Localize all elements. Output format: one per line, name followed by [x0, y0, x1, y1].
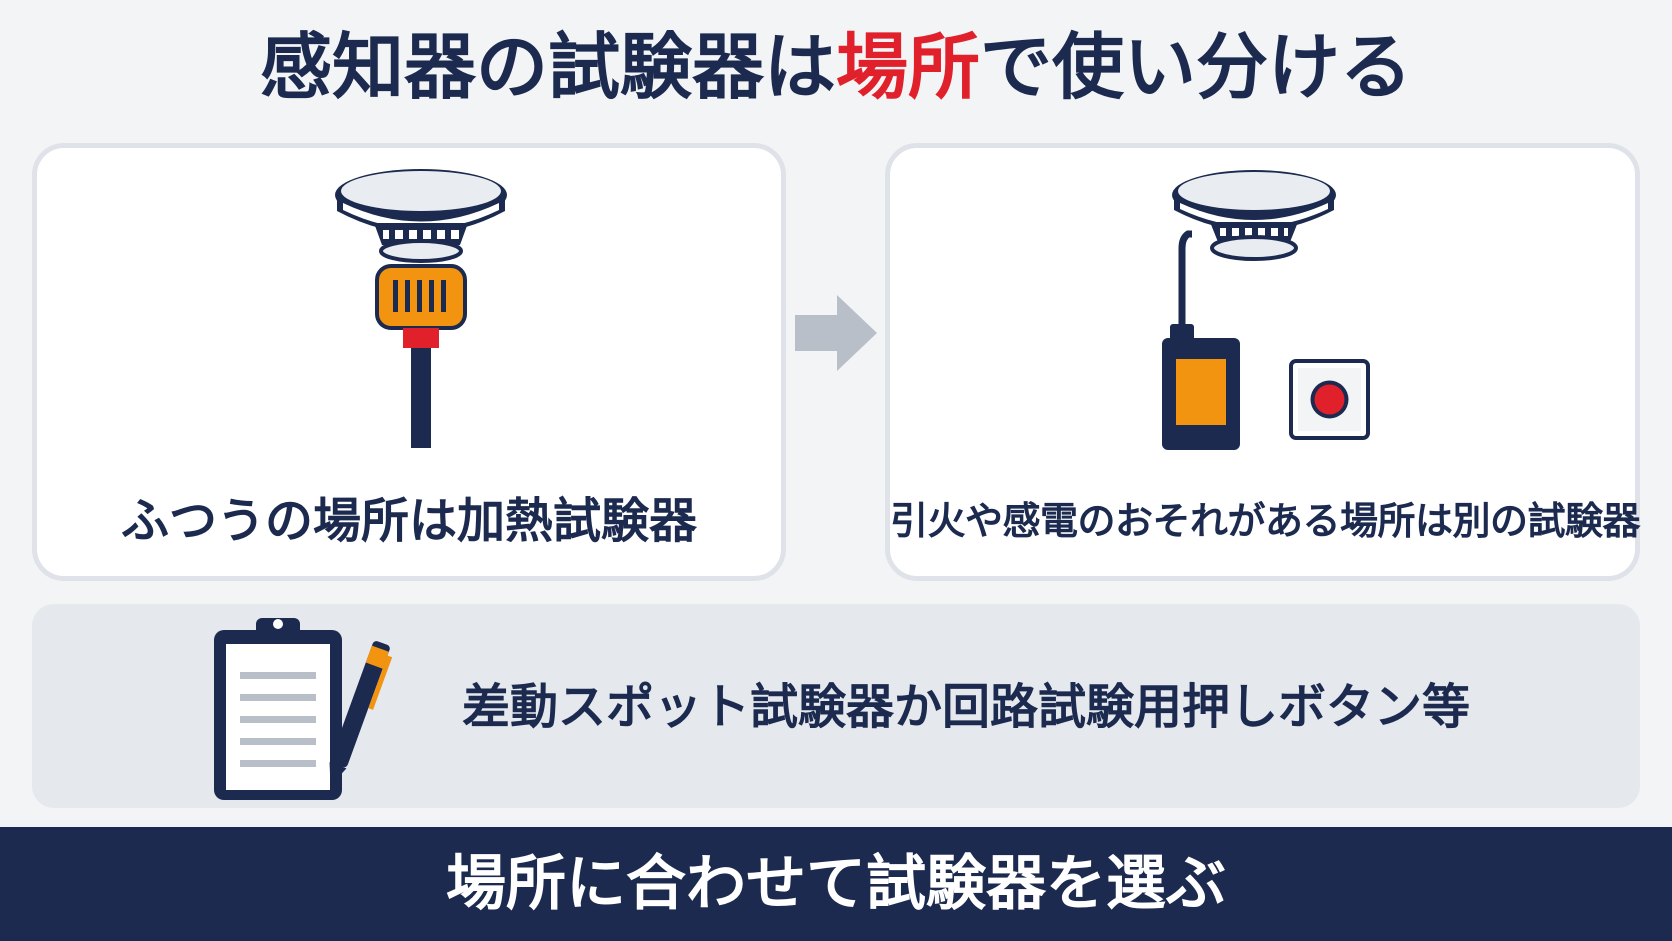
title-before: 感知器の試験器は [259, 25, 836, 109]
summary-footer: 場所に合わせて試験器を選ぶ [0, 827, 1672, 941]
hazardous-location-caption: 引火や感電のおそれがある場所は別の試験器 [890, 499, 1641, 543]
summary-footer-text: 場所に合わせて試験器を選ぶ [446, 849, 1226, 919]
right-arrow-icon [795, 295, 877, 371]
clipboard-pen-icon [214, 618, 393, 800]
page-title: 感知器の試験器は場所で使い分ける [0, 22, 1672, 112]
title-accent: 場所 [835, 25, 980, 109]
ordinary-location-caption: ふつうの場所は加熱試験器 [120, 493, 697, 549]
alternative-tester-note: 差動スポット試験器か回路試験用押しボタン等 [32, 604, 1640, 808]
hazardous-location-panel: 引火や感電のおそれがある場所は別の試験器 [885, 143, 1641, 581]
smoke-detector-with-heat-tester-icon [335, 169, 507, 448]
ordinary-location-panel: ふつうの場所は加熱試験器 [32, 143, 786, 581]
push-button-icon [1289, 359, 1370, 440]
title-after: で使い分ける [980, 25, 1413, 109]
alternative-tester-text: 差動スポット試験器か回路試験用押しボタン等 [462, 679, 1471, 735]
smoke-detector-with-remote-tester-icon [1162, 170, 1370, 450]
